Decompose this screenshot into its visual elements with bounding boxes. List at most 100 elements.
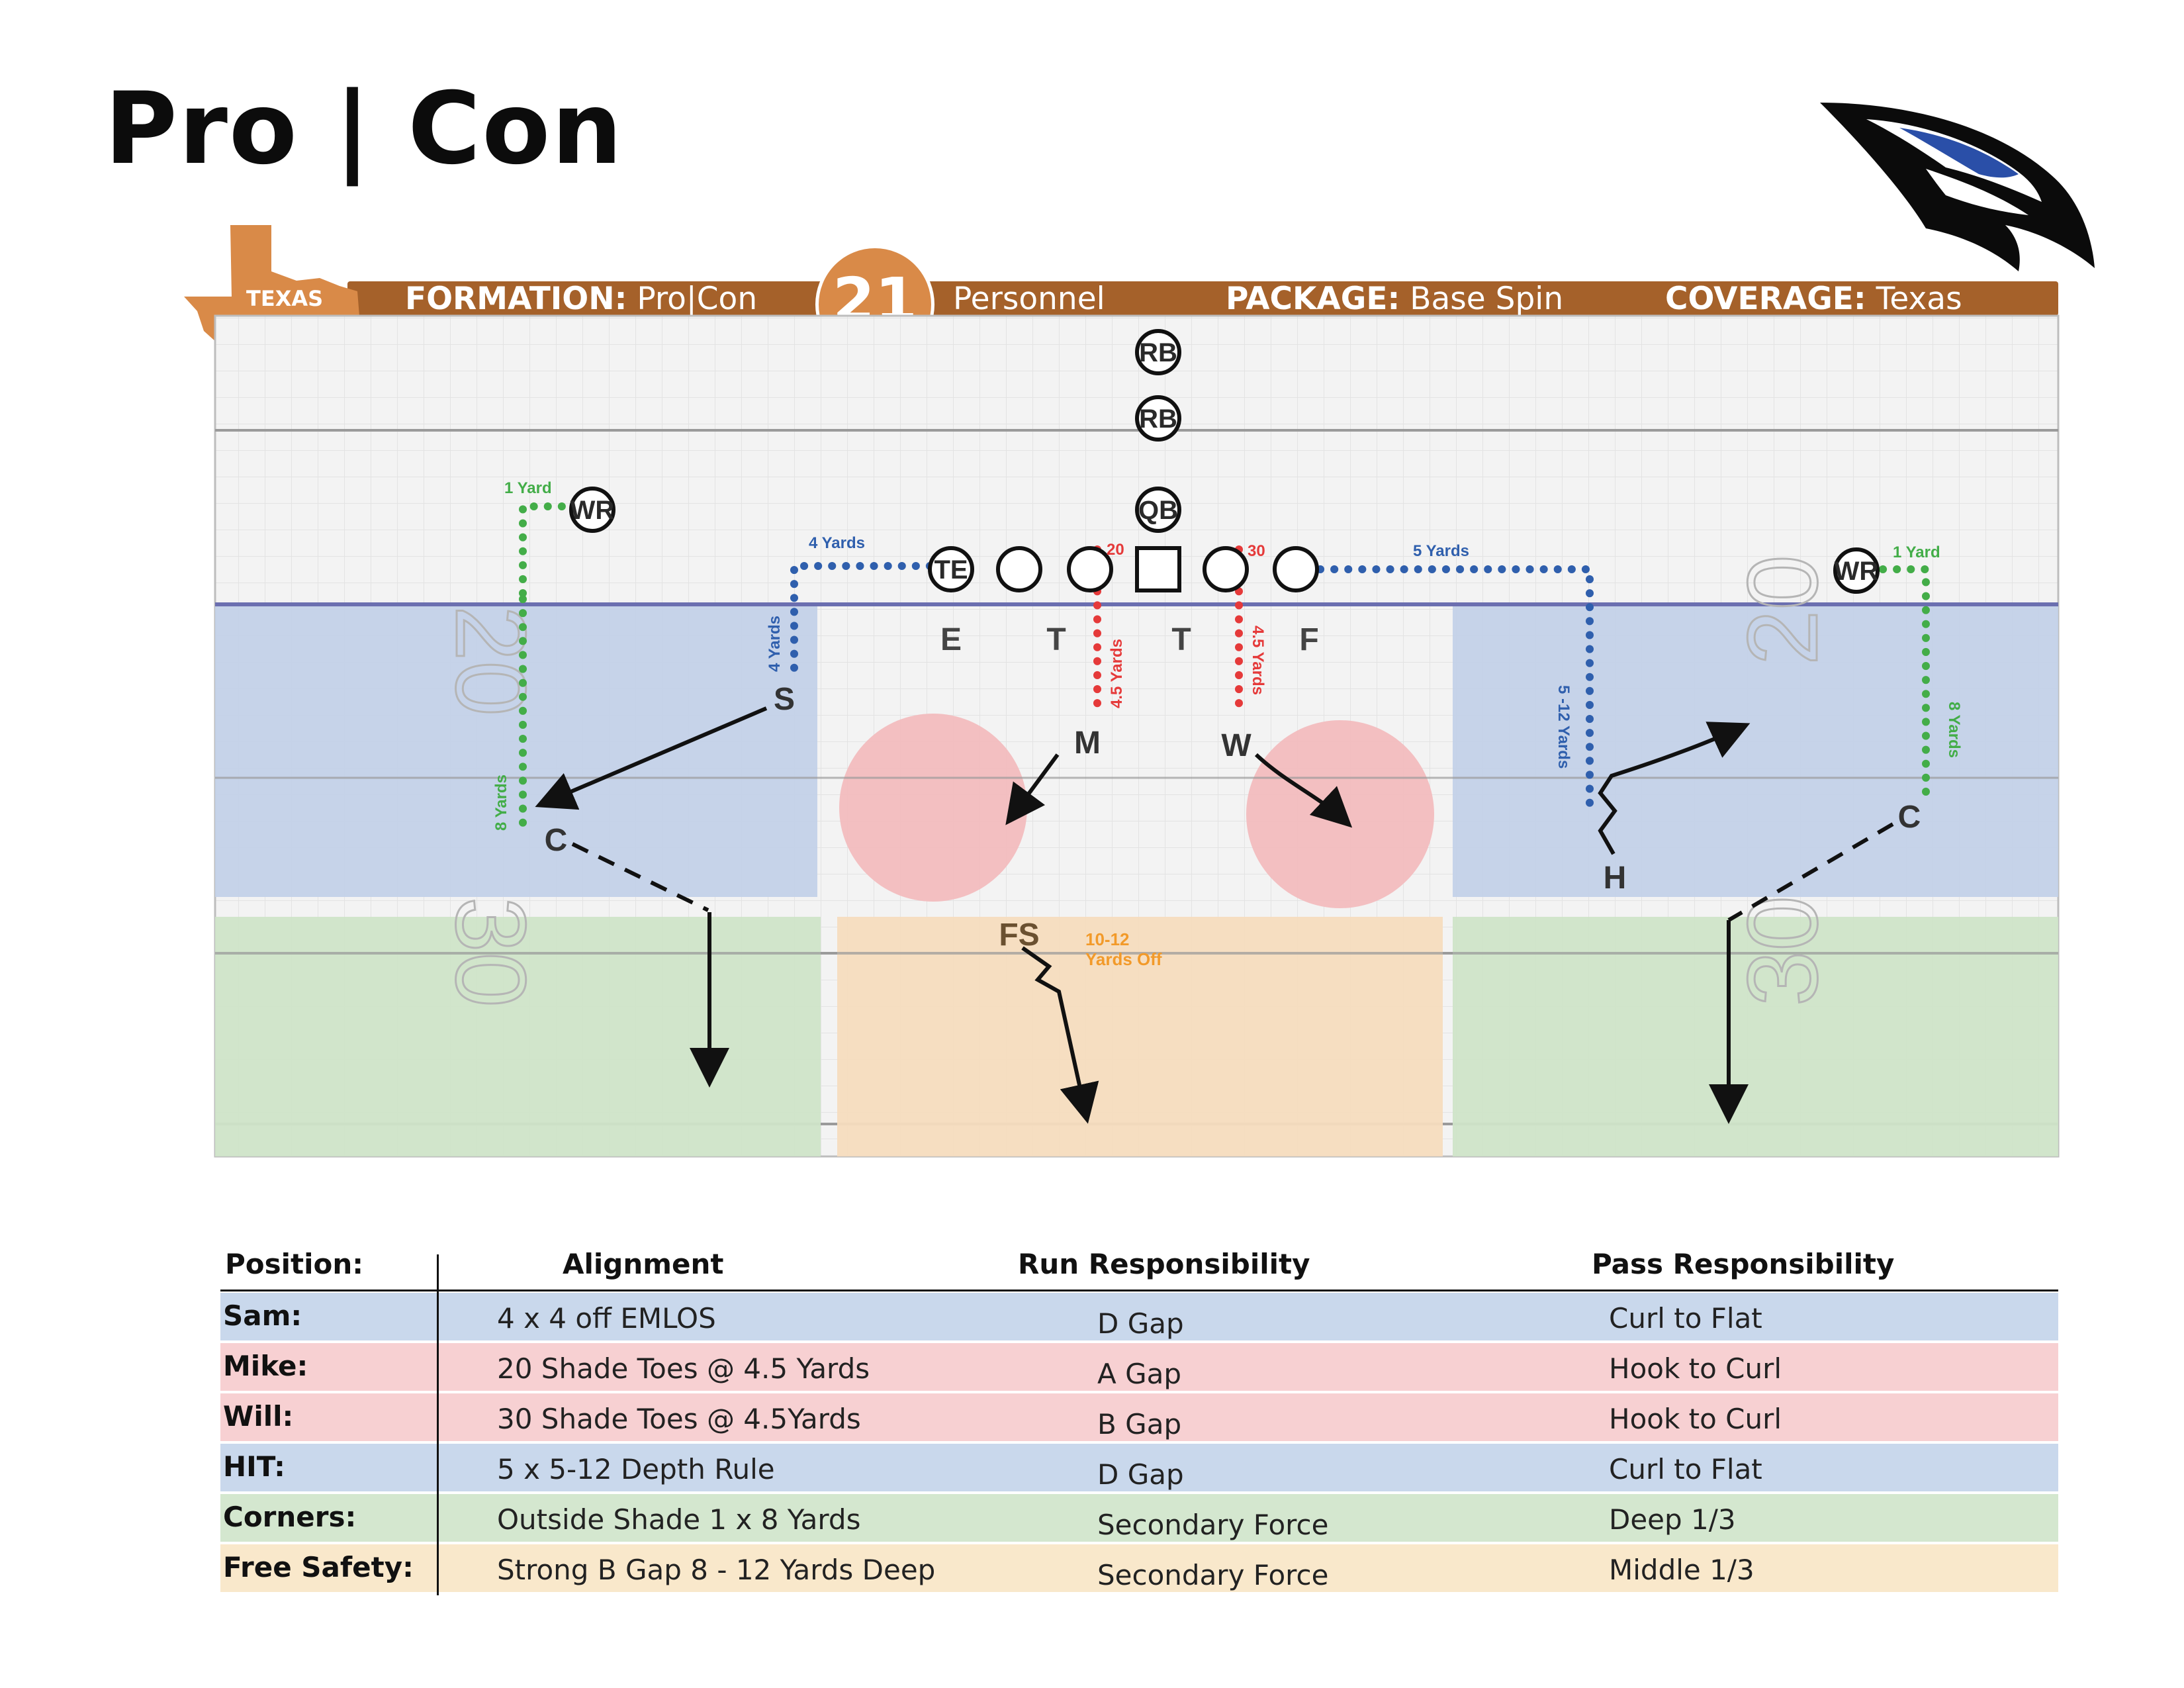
annot-mike-shade: 20 — [1107, 541, 1124, 559]
pass-cell: Hook to Curl — [1609, 1352, 1782, 1385]
yard-number-left-20: 20 — [435, 606, 547, 716]
pass-cell: Curl to Flat — [1609, 1453, 1762, 1485]
yard-number-right-20: 20 — [1727, 555, 1838, 665]
zone-hook-left — [839, 714, 1027, 902]
coverage-header: COVERAGE: Texas — [1665, 283, 1962, 315]
header-pass: Pass Responsibility — [1592, 1248, 1895, 1280]
zone-flat-left — [215, 606, 817, 897]
drop-will — [1254, 753, 1353, 828]
label-wr-left: WR — [570, 496, 615, 525]
backpedal-corner-left — [571, 842, 709, 912]
label-qb: QB — [1138, 496, 1178, 525]
annot-wr-left-depth: 1 Yard — [504, 479, 552, 497]
position-cell: HIT: — [223, 1450, 285, 1483]
package-header: PACKAGE: Base Spin — [1226, 283, 1563, 315]
texas-label: TEXAS — [246, 286, 324, 311]
position-cell: Free Safety: — [223, 1551, 414, 1583]
zone-deep-middle — [837, 917, 1443, 1156]
annot-sam-depth: 4 Yards — [766, 616, 784, 672]
yard-number-left-30: 30 — [435, 897, 547, 1008]
annot-will-depth: 4.5 Yards — [1249, 626, 1267, 695]
defender-corner-right: C — [1898, 800, 1921, 835]
offense-wr-left — [569, 487, 615, 533]
personnel-label: Personnel — [953, 281, 1105, 317]
table-row: Corners: Outside Shade 1 x 8 Yards Seconda… — [220, 1494, 2058, 1542]
annot-will-shade: 30 — [1248, 542, 1265, 560]
header-alignment: Alignment — [563, 1248, 724, 1280]
pass-cell: Hook to Curl — [1609, 1403, 1782, 1435]
label-rb1: RB — [1139, 338, 1177, 367]
annot-hit-width: 5 Yards — [1413, 542, 1469, 560]
drop-fs — [1021, 946, 1099, 1124]
header-run: Run Responsibility — [1018, 1248, 1310, 1280]
defender-sam: S — [774, 682, 795, 717]
formation-key: FORMATION: — [405, 281, 627, 317]
run-cell: B Gap — [1097, 1408, 1182, 1440]
defender-will: W — [1221, 728, 1251, 763]
annot-mike-depth: 4.5 Yards — [1108, 639, 1126, 708]
drop-mike — [1005, 753, 1060, 825]
page-title: Pro | Con — [105, 71, 624, 187]
package-key: PACKAGE: — [1226, 281, 1400, 317]
run-cell: A Gap — [1097, 1358, 1182, 1390]
formation-header: FORMATION: Pro|Con — [405, 283, 757, 315]
run-cell: Secondary Force — [1097, 1509, 1329, 1541]
header-bar — [347, 281, 2058, 316]
run-cell: D Gap — [1097, 1307, 1184, 1340]
dline-f: F — [1299, 622, 1318, 657]
package-value: Base Spin — [1410, 281, 1564, 317]
annot-wr-right-depth: 1 Yard — [1893, 543, 1940, 561]
table-row: Free Safety:Strong B Gap 8 - 12 Yards De… — [220, 1544, 2058, 1592]
yard-number-right-30: 30 — [1727, 896, 1838, 1006]
position-cell: Corners: — [223, 1501, 357, 1533]
label-wr-right: WR — [1835, 557, 1879, 586]
pass-cell: Middle 1/3 — [1609, 1554, 1754, 1586]
dline-e: E — [940, 622, 962, 657]
backpedal-corner-right — [1727, 822, 1894, 922]
field-diagram: 20 30 20 30 RB RB — [214, 314, 2060, 1158]
annot-hit-depth: 5 -12 Yards — [1555, 685, 1572, 769]
route-wr-right-1yard — [1879, 565, 1930, 798]
offense-rb1 — [1135, 329, 1181, 375]
offense-rb2 — [1135, 395, 1181, 442]
pass-cell: Deep 1/3 — [1609, 1503, 1736, 1536]
offense-right-guard — [1203, 546, 1249, 592]
defender-corner-left: C — [545, 823, 568, 858]
alignment-cell: Outside Shade 1 x 8 Yards — [497, 1503, 861, 1536]
offense-te — [928, 546, 974, 592]
defender-hit: H — [1604, 861, 1627, 896]
zone-deep-left — [215, 917, 821, 1156]
drop-sam — [535, 706, 768, 810]
label-rb2: RB — [1139, 404, 1177, 434]
drop-hit — [1598, 722, 1751, 855]
table-row: Will: 30 Shade Toes @ 4.5Yards B Gap Hook t… — [220, 1393, 2058, 1441]
pass-cell: Curl to Flat — [1609, 1302, 1762, 1335]
position-cell: Sam: — [223, 1299, 302, 1332]
dline-t1: T — [1046, 622, 1066, 657]
offense-left-tackle — [996, 546, 1042, 592]
run-cell: Secondary Force — [1097, 1559, 1329, 1591]
header-position: Position: — [225, 1248, 364, 1280]
defender-mike: M — [1074, 726, 1101, 761]
annot-fs-depth-line2: Yards Off — [1085, 949, 1162, 969]
annot-corner-left-depth: 8 Yards — [492, 774, 510, 831]
route-hit-5yards — [1316, 565, 1594, 818]
coverage-key: COVERAGE: — [1665, 281, 1866, 317]
route-sam-4yards — [790, 562, 934, 673]
run-cell: D Gap — [1097, 1458, 1184, 1491]
offense-center — [1135, 546, 1181, 592]
table-row: HIT: 5 x 5-12 Depth Rule D Gap Curl to Flat — [220, 1444, 2058, 1491]
coverage-value: Texas — [1876, 281, 1962, 317]
alignment-cell: 5 x 5-12 Depth Rule — [497, 1453, 775, 1485]
annot-fs-depth-line1: 10-12 — [1085, 929, 1130, 949]
alignment-cell: 30 Shade Toes @ 4.5Yards — [497, 1403, 861, 1435]
dline-t2: T — [1171, 622, 1191, 657]
offense-wr-right — [1833, 547, 1880, 594]
alignment-cell: 20 Shade Toes @ 4.5 Yards — [497, 1352, 870, 1385]
hawk-logo-icon — [1820, 103, 2095, 271]
table-column-rule — [437, 1254, 439, 1595]
formation-value: Pro|Con — [637, 281, 758, 317]
table-header-rule — [220, 1289, 2058, 1291]
position-cell: Will: — [223, 1400, 294, 1432]
